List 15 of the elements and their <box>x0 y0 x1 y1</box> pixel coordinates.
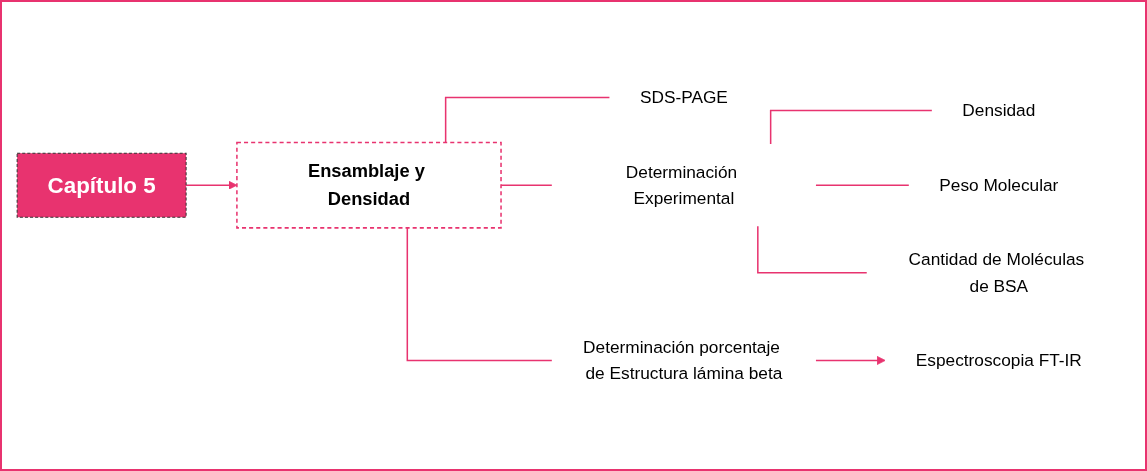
connector <box>814 184 910 186</box>
node-text: Espectroscopia FT-IR <box>915 350 1082 370</box>
node-text: Densidad <box>961 100 1035 120</box>
connector <box>769 109 933 145</box>
node-text: SDS-PAGE <box>639 87 728 107</box>
node-text: Determinación Experimental <box>625 162 737 208</box>
connector <box>756 225 867 274</box>
node-text: Cantidad de Moléculas de BSA <box>908 249 1084 296</box>
arrow <box>814 356 886 365</box>
node-box: Capítulo 5 <box>16 152 187 218</box>
node-text: Peso Molecular <box>938 175 1058 195</box>
connector <box>406 227 553 362</box>
node-box: Ensamblaje y Densidad <box>235 141 502 229</box>
node-text: Determinación porcentaje de Estructura lámina beta <box>582 337 782 383</box>
connector <box>444 96 610 144</box>
